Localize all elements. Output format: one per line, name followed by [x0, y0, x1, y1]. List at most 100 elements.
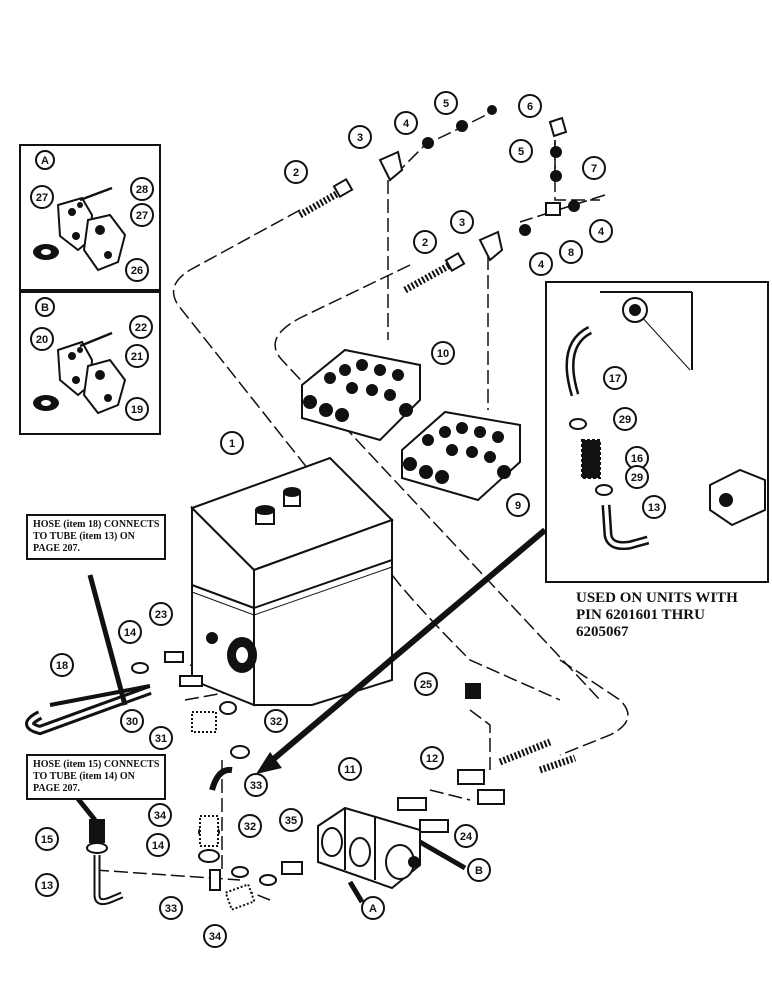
svg-text:19: 19: [131, 404, 143, 416]
svg-text:12: 12: [426, 753, 438, 765]
callout-34b: 34: [203, 924, 227, 948]
callout-5b: 5: [509, 139, 533, 163]
callout-14b: 14: [146, 833, 170, 857]
svg-text:29: 29: [619, 414, 631, 426]
svg-text:13: 13: [648, 502, 660, 514]
svg-text:24: 24: [460, 831, 473, 843]
svg-text:4: 4: [403, 118, 410, 130]
callout-13b: 13: [35, 873, 59, 897]
svg-text:5: 5: [518, 146, 524, 158]
hose-18-note: HOSE (item 18) CONNECTS TO TUBE (item 13…: [26, 514, 167, 560]
svg-text:33: 33: [250, 780, 262, 792]
hose-15-note-line-3: PAGE 207.: [33, 783, 81, 794]
callout-25: 25: [414, 672, 438, 696]
svg-text:17: 17: [609, 373, 621, 385]
callout-B: B: [467, 858, 491, 882]
hose-15-note: HOSE (item 15) CONNECTS TO TUBE (item 14…: [26, 754, 167, 800]
svg-text:21: 21: [131, 351, 143, 363]
svg-text:28: 28: [136, 184, 148, 196]
svg-text:10: 10: [437, 348, 449, 360]
svg-text:3: 3: [357, 132, 363, 144]
used-on-line-2: PIN 6201601 THRU: [576, 607, 705, 623]
inset-b-label-text: B: [41, 302, 49, 314]
hose-15-note-line-1: HOSE (item 15) CONNECTS: [33, 759, 160, 770]
callout-3a: 3: [348, 125, 372, 149]
callout-33b: 33: [159, 896, 183, 920]
svg-text:27: 27: [36, 192, 48, 204]
callout-11: 11: [338, 757, 362, 781]
svg-text:35: 35: [285, 815, 297, 827]
callout-19: 19: [125, 397, 149, 421]
svg-text:5: 5: [443, 98, 449, 110]
callout-9: 9: [506, 493, 530, 517]
hose-18-note-line-3: PAGE 207.: [33, 543, 81, 554]
fittings-lower: [86, 651, 577, 911]
inset-a-label: A: [35, 150, 55, 170]
hydraulic-tank: [190, 456, 394, 707]
svg-text:29: 29: [631, 472, 643, 484]
svg-text:30: 30: [126, 716, 138, 728]
inset-b: [19, 291, 161, 435]
svg-text:A: A: [369, 903, 377, 915]
svg-text:23: 23: [155, 609, 167, 621]
inset-right: [545, 281, 769, 583]
callout-5a: 5: [434, 91, 458, 115]
callout-A: A: [361, 896, 385, 920]
callout-26: 26: [125, 258, 149, 282]
pointer-arrows: [53, 527, 547, 904]
callout-21: 21: [125, 344, 149, 368]
inset-b-label: B: [35, 297, 55, 317]
svg-text:26: 26: [131, 265, 143, 277]
svg-text:22: 22: [135, 322, 147, 334]
svg-text:32: 32: [244, 821, 256, 833]
svg-text:9: 9: [515, 500, 521, 512]
svg-text:32: 32: [270, 716, 282, 728]
callout-29b: 29: [625, 465, 649, 489]
svg-text:20: 20: [36, 334, 48, 346]
svg-text:11: 11: [344, 764, 356, 776]
hydraulic-pump: [317, 806, 421, 890]
svg-text:6: 6: [527, 101, 533, 113]
hose-15-note-line-2: TO TUBE (item 14) ON: [33, 771, 135, 782]
callout-30: 30: [120, 709, 144, 733]
callout-2b: 2: [413, 230, 437, 254]
svg-text:7: 7: [591, 163, 597, 175]
callout-35: 35: [279, 808, 303, 832]
used-on-line-1: USED ON UNITS WITH: [576, 590, 738, 606]
callout-13a: 13: [642, 495, 666, 519]
svg-text:8: 8: [568, 247, 574, 259]
inset-a-label-text: A: [41, 155, 49, 167]
control-valve-10: [301, 348, 421, 442]
svg-text:B: B: [475, 865, 483, 877]
callout-27a: 27: [30, 185, 54, 209]
callout-29a: 29: [613, 407, 637, 431]
used-on-units-note: USED ON UNITS WITH PIN 6201601 THRU 6205…: [576, 590, 738, 641]
callout-6: 6: [518, 94, 542, 118]
svg-text:13: 13: [41, 880, 53, 892]
svg-text:34: 34: [154, 810, 167, 822]
callouts: 1 2 2 3 3 4 4 4 5 5 6 7 8 9 10 11 12 13 …: [30, 91, 666, 948]
callout-18: 18: [50, 653, 74, 677]
callout-24: 24: [454, 824, 478, 848]
callout-15: 15: [35, 827, 59, 851]
hose-18-note-line-2: TO TUBE (item 13) ON: [33, 531, 135, 542]
callout-1: 1: [220, 431, 244, 455]
callout-20: 20: [30, 327, 54, 351]
control-valve-9: [401, 410, 521, 502]
callout-17: 17: [603, 366, 627, 390]
callout-31: 31: [149, 726, 173, 750]
callout-2a: 2: [284, 160, 308, 184]
callout-4c: 4: [589, 219, 613, 243]
callout-14a: 14: [118, 620, 142, 644]
callout-34a: 34: [148, 803, 172, 827]
callout-32b: 32: [238, 814, 262, 838]
used-on-line-3: 6205067: [576, 624, 629, 640]
svg-text:31: 31: [155, 733, 167, 745]
svg-text:33: 33: [165, 903, 177, 915]
callout-32a: 32: [264, 709, 288, 733]
svg-text:14: 14: [124, 627, 137, 639]
svg-text:1: 1: [229, 438, 235, 450]
svg-text:4: 4: [598, 226, 605, 238]
dashed-routing-lines: [94, 111, 629, 901]
svg-text:4: 4: [538, 259, 545, 271]
